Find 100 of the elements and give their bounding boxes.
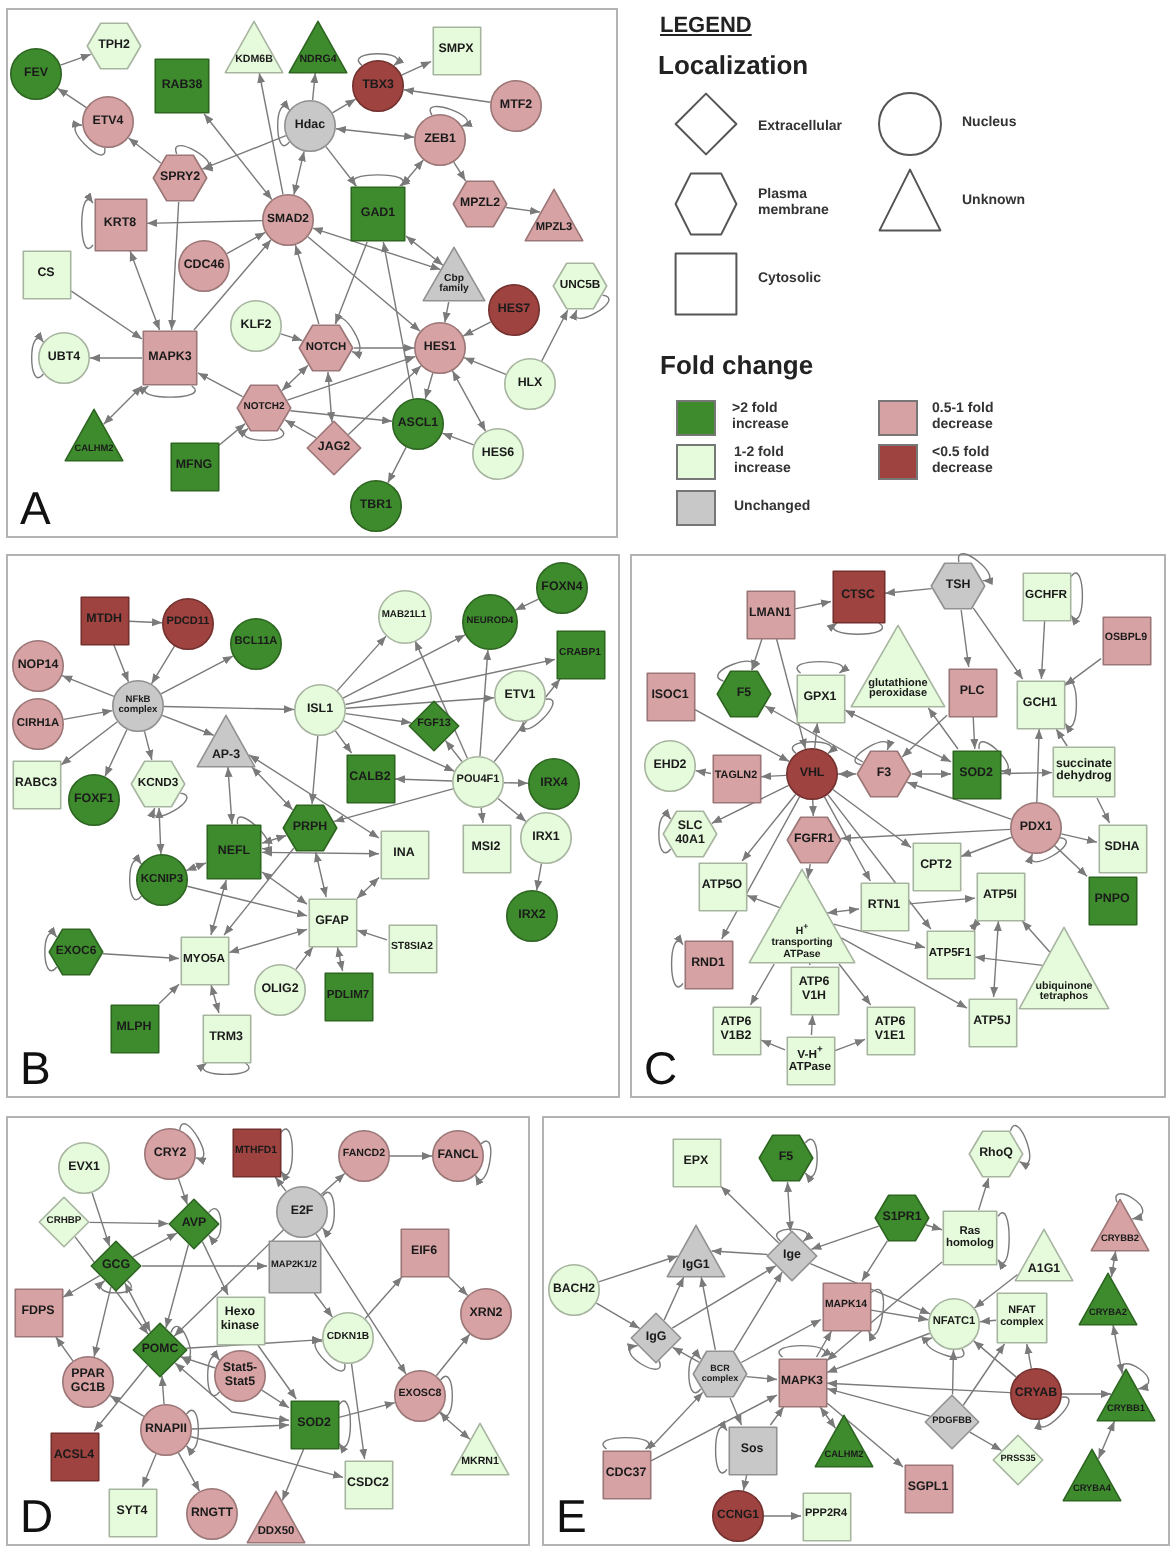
gene-circle xyxy=(352,60,404,112)
arrow xyxy=(844,709,952,763)
gene-square xyxy=(350,186,406,242)
arrow xyxy=(280,333,304,342)
gene-circle xyxy=(68,774,120,826)
arrow xyxy=(315,1233,407,1375)
gene-triangle xyxy=(64,407,124,461)
self-loop-arrow xyxy=(474,1140,492,1186)
gene-square xyxy=(201,1013,251,1063)
gene-square xyxy=(821,1281,871,1331)
self-loop-arrow xyxy=(570,294,610,321)
arrow xyxy=(1054,845,1088,878)
arrow xyxy=(819,1406,837,1429)
gene-square xyxy=(399,1227,449,1277)
arrow xyxy=(334,730,353,754)
arrow xyxy=(62,1274,101,1298)
gene-triangle xyxy=(814,1413,874,1467)
arrow xyxy=(325,145,358,187)
arrow xyxy=(308,735,319,805)
arrow xyxy=(190,1436,344,1479)
arrow xyxy=(202,134,287,170)
gene-square xyxy=(387,923,437,973)
panel-letter: B xyxy=(20,1046,51,1092)
gene-hexagon xyxy=(86,22,142,70)
arrow xyxy=(335,946,345,972)
arrow xyxy=(598,1255,679,1283)
arrow xyxy=(463,356,507,376)
self-loop-arrow xyxy=(1121,1363,1150,1390)
arrow xyxy=(403,87,491,103)
gene-circle xyxy=(112,680,164,732)
arrow xyxy=(1109,1250,1118,1278)
legend-heading: LEGEND xyxy=(660,14,752,39)
gene-circle xyxy=(322,1312,374,1364)
gene-circle xyxy=(528,758,580,810)
self-loop-arrow xyxy=(357,53,404,67)
arrow xyxy=(810,1225,880,1250)
arrow xyxy=(381,241,414,400)
arrow xyxy=(336,635,387,692)
self-loop-arrow xyxy=(44,927,58,972)
arrow xyxy=(281,364,309,392)
gene-square xyxy=(745,589,795,639)
arrow xyxy=(191,1421,290,1430)
gene-square xyxy=(911,841,961,891)
arrow xyxy=(671,1265,777,1329)
arrow xyxy=(261,848,380,858)
arrow xyxy=(164,1243,190,1329)
gene-circle xyxy=(462,594,518,650)
gene-diamond xyxy=(924,1394,980,1450)
gene-circle xyxy=(377,589,431,643)
arrow xyxy=(812,722,821,749)
gene-square xyxy=(231,1127,281,1177)
arrow xyxy=(294,244,320,325)
arrow xyxy=(1060,833,1098,844)
arrow xyxy=(1110,1324,1125,1375)
arrow xyxy=(104,728,128,778)
arrow xyxy=(313,1292,334,1318)
arrow xyxy=(364,1276,403,1320)
arrow xyxy=(168,201,180,331)
self-loop-arrow xyxy=(796,660,850,674)
arrow xyxy=(751,638,763,671)
self-loop-arrow xyxy=(236,816,273,853)
arrow xyxy=(127,137,162,164)
gene-square xyxy=(555,629,605,679)
gene-triangle xyxy=(1090,1197,1150,1251)
arrow xyxy=(442,301,451,324)
gene-square xyxy=(601,1449,651,1499)
gene-square xyxy=(727,1425,777,1475)
gene-square xyxy=(179,935,229,985)
panel-frame xyxy=(6,1116,530,1546)
gene-square xyxy=(13,1287,63,1337)
gene-triangle xyxy=(1078,1271,1138,1325)
self-loop-arrow xyxy=(1115,1193,1144,1220)
arrow xyxy=(310,72,319,101)
arrow xyxy=(837,770,857,778)
arrow xyxy=(973,1340,1017,1378)
gene-circle xyxy=(12,698,64,750)
arrow xyxy=(972,607,1024,680)
gene-circle xyxy=(82,96,134,148)
self-loop-arrow xyxy=(716,659,760,682)
gene-square xyxy=(21,249,71,299)
arrow xyxy=(74,1236,149,1335)
arrow xyxy=(163,705,295,714)
arrow xyxy=(809,1263,931,1315)
arrow xyxy=(251,766,294,811)
arrow xyxy=(438,1412,471,1440)
gene-square xyxy=(711,753,761,803)
gene-hexagon xyxy=(152,154,208,202)
arrow xyxy=(663,1276,685,1321)
gene-diamond xyxy=(168,1198,220,1250)
gene-square xyxy=(859,881,909,931)
gene-circle xyxy=(214,1350,266,1402)
gene-square xyxy=(107,1487,157,1537)
self-loop-arrow xyxy=(129,854,143,901)
arrow xyxy=(949,1349,958,1396)
arrow xyxy=(794,599,832,610)
gene-square xyxy=(154,58,210,114)
arrow xyxy=(344,657,556,706)
arrow xyxy=(345,712,412,726)
arrow xyxy=(261,834,288,844)
self-loop-arrow xyxy=(352,174,410,187)
